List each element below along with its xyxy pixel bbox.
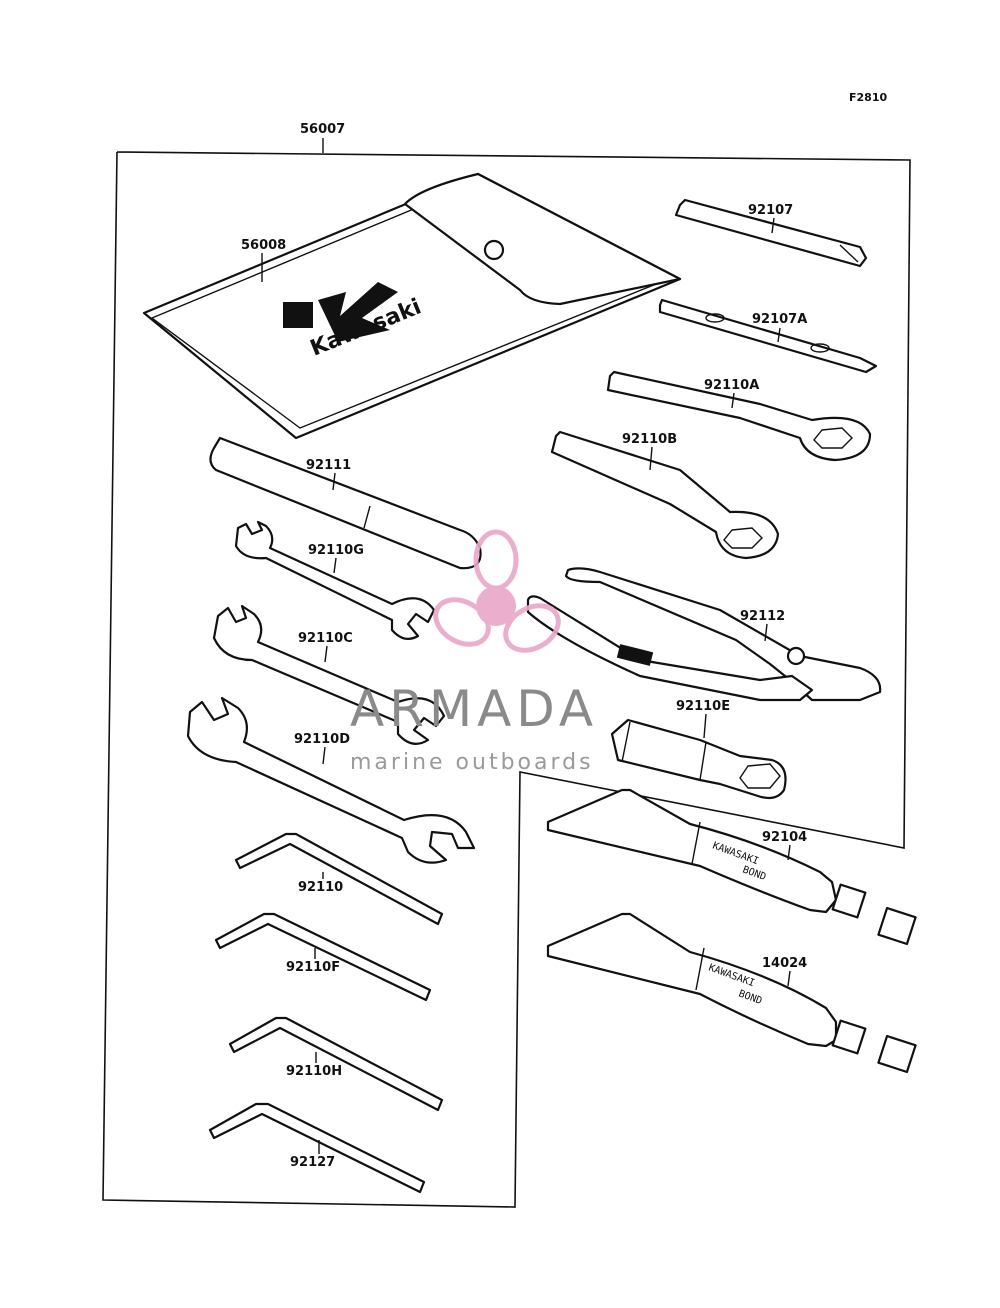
hex-key-92110 — [234, 832, 444, 926]
box-wrench-a — [606, 370, 872, 462]
figure-code: F2810 — [849, 91, 887, 104]
plug-wrench — [610, 718, 787, 800]
watermark-title: ARMADA — [350, 680, 598, 738]
label-kit: 56007 — [300, 122, 345, 137]
label-wrench-d: 92110D — [294, 732, 350, 747]
kawasaki-logo-icon — [283, 302, 313, 328]
hex-key-92110f — [214, 912, 432, 1002]
pliers-grip-icon — [616, 644, 654, 666]
label-wrench-c: 92110C — [298, 631, 353, 646]
armada-watermark: ARMADA marine outboards — [350, 529, 598, 775]
bond-tube-92104: KAWASAKI BOND — [546, 788, 917, 946]
label-box-wrench-b: 92110B — [622, 432, 677, 447]
box-wrench-b — [550, 430, 780, 560]
wrench-g — [234, 520, 436, 641]
label-hex-key-92110: 92110 — [298, 880, 343, 895]
wrench-c — [212, 604, 446, 745]
screwdriver-grip — [674, 198, 868, 268]
propeller-icon — [433, 529, 561, 653]
label-wrench-g: 92110G — [308, 543, 364, 558]
hex-key-92110h — [228, 1016, 444, 1112]
label-hex-key-92110f: 92110F — [286, 960, 340, 975]
label-box-wrench-a: 92110A — [704, 378, 759, 393]
tool-pouch: Kawasaki — [142, 172, 682, 440]
pliers — [526, 567, 882, 702]
label-screwdriver-bit: 92107A — [752, 312, 807, 327]
label-handle-bar: 92111 — [306, 458, 351, 473]
label-screwdriver-grip: 92107 — [748, 203, 793, 218]
label-hex-key-92110h: 92110H — [286, 1064, 342, 1079]
screwdriver-bit — [658, 298, 878, 374]
label-bond-tube-14024: 14024 — [762, 956, 807, 971]
hex-key-92127 — [208, 1102, 426, 1194]
label-plug-wrench: 92110E — [676, 699, 730, 714]
label-pliers: 92112 — [740, 609, 785, 624]
kawasaki-k-icon — [318, 282, 398, 342]
bond-tube-14024: KAWASAKI BOND — [546, 912, 917, 1074]
watermark-subtitle: marine outboards — [350, 750, 594, 775]
wrench-d — [186, 696, 476, 864]
label-bond-tube-92104: 92104 — [762, 830, 807, 845]
label-hex-key-92127: 92127 — [290, 1155, 335, 1170]
kit-frame — [102, 151, 911, 1208]
label-pouch: 56008 — [241, 238, 286, 253]
